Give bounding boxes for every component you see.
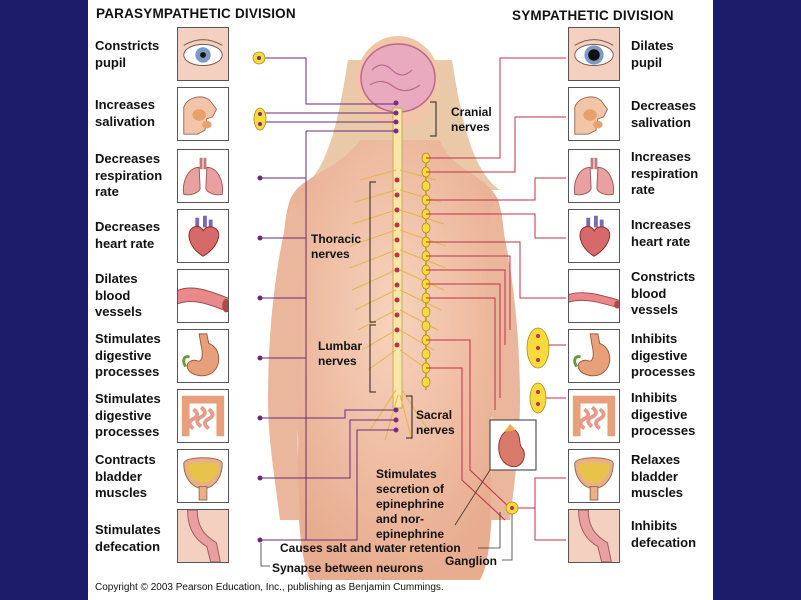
adrenal-annotation: Stimulates secretion of epinephrine and … (376, 467, 445, 541)
eye-icon (177, 27, 229, 81)
para-effect-respiration: Decreases respiration rate (95, 151, 163, 199)
thoracic-nerves-label: Thoracic nerves (311, 232, 362, 261)
left-arm (268, 200, 304, 520)
thoracolumbar-outflow (394, 177, 400, 348)
heart-icon (177, 209, 229, 263)
nerve-brackets (369, 101, 437, 439)
blood-vessel-icon (568, 269, 620, 323)
para-effect-bladder: Contracts bladder muscles (95, 452, 156, 500)
right-border (713, 0, 801, 600)
para-effect-salivation: Increases salivation (95, 97, 155, 129)
stomach-icon (177, 329, 229, 383)
lungs-icon (177, 149, 229, 203)
symp-effect-vessels: Constricts blood vessels (631, 269, 696, 317)
salivary-gland-icon (177, 87, 229, 141)
para-effect-heart: Decreases heart rate (95, 219, 161, 251)
para-effect-defecation: Stimulates defecation (95, 522, 161, 554)
para-effect-vessels: Dilates blood vessels (95, 271, 142, 319)
kidney-annotation: Causes salt and water retention (280, 541, 461, 555)
lumbar-nerves-label: Lumbar nerves (318, 339, 363, 368)
symp-effect-intestine: Inhibits digestive processes (631, 390, 696, 438)
sympathetic-title: SYMPATHETIC DIVISION (512, 8, 674, 23)
left-border (0, 0, 88, 600)
sympathetic-nerve-lines (426, 57, 566, 541)
bladder-icon (177, 449, 229, 503)
para-effect-stomach: Stimulates digestive processes (95, 331, 161, 379)
cranial-nerves-label: Cranial nerves (451, 105, 492, 134)
right-arm (487, 200, 520, 520)
synapse-label: Synapse between neurons (272, 561, 424, 575)
spinal-cord (392, 107, 403, 409)
rectum-icon (568, 509, 620, 563)
parasympathetic-nerve-lines (259, 57, 396, 541)
lungs-icon (568, 149, 620, 203)
heart-icon (568, 209, 620, 263)
parasympathetic-ganglia (252, 51, 267, 131)
rectum-icon (177, 509, 229, 563)
symp-effect-heart: Increases heart rate (631, 217, 691, 249)
intestine-icon (568, 389, 620, 443)
parasympathetic-title: PARASYMPATHETIC DIVISION (96, 6, 296, 21)
symp-effect-defecation: Inhibits defecation (631, 518, 697, 550)
symp-effect-pupil: Dilates pupil (631, 38, 674, 70)
symp-effect-stomach: Inhibits digestive processes (631, 331, 696, 379)
symp-effect-bladder: Relaxes bladder muscles (631, 452, 684, 500)
copyright-text: Copyright © 2003 Pearson Education, Inc.… (95, 582, 444, 593)
symp-effect-salivation: Decreases salivation (631, 98, 697, 130)
intestine-icon (177, 389, 229, 443)
para-effect-intestine: Stimulates digestive processes (95, 391, 161, 439)
stomach-icon (568, 329, 620, 383)
symp-effect-respiration: Increases respiration rate (631, 149, 699, 197)
eye-icon (568, 27, 620, 81)
ganglion-label: Ganglion (445, 554, 497, 568)
sacral-nerves-label: Sacral nerves (416, 408, 455, 437)
salivary-gland-icon (568, 87, 620, 141)
para-effect-pupil: Constricts pupil (95, 38, 160, 70)
blood-vessel-icon (177, 269, 229, 323)
bladder-icon (568, 449, 620, 503)
